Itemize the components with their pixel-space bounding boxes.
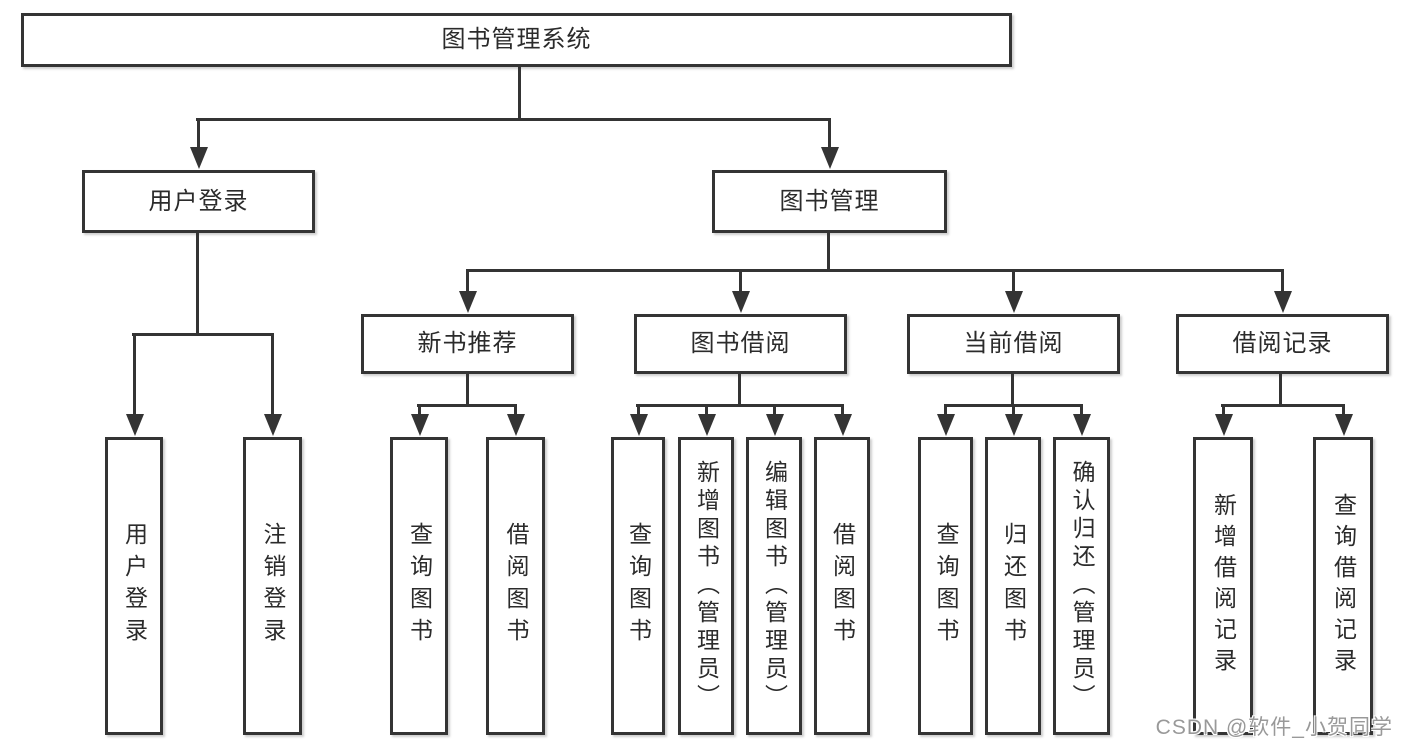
arrow-to-new-book-rec	[466, 269, 469, 291]
connector-borrow-record-branch	[1221, 404, 1344, 407]
node-user-login: 用户登录	[82, 170, 315, 233]
leaf-cb-confirm-return: 确认归还（管理员）	[1053, 437, 1110, 735]
node-root-label: 图书管理系统	[441, 26, 592, 53]
leaf-user-login-action-label: 用户登录	[121, 522, 148, 650]
node-book-mgmt: 图书管理	[712, 170, 947, 233]
arrow-to-ul-logout	[271, 333, 274, 414]
leaf-user-login-action: 用户登录	[105, 437, 163, 735]
leaf-nbr-query-book-label: 查询图书	[406, 522, 433, 650]
arrow-to-book-borrow	[739, 269, 742, 291]
arrow-to-cb-query	[944, 404, 947, 414]
leaf-br-add-record: 新增借阅记录	[1193, 437, 1253, 735]
node-book-mgmt-label: 图书管理	[779, 187, 880, 215]
connector-new-book-rec-drop	[466, 373, 469, 407]
leaf-bb-edit-book-label: 编辑图书（管理员）	[761, 460, 788, 712]
arrow-to-current-borrow	[1012, 269, 1015, 291]
leaf-logout-label: 注销登录	[260, 522, 286, 650]
node-user-login-label: 用户登录	[148, 187, 249, 215]
leaf-cb-return-book: 归还图书	[985, 437, 1041, 735]
arrow-to-cb-return	[1012, 404, 1015, 414]
leaf-nbr-borrow-book: 借阅图书	[486, 437, 545, 735]
arrow-to-nbr-borrow	[514, 404, 517, 414]
arrow-to-nbr-query	[418, 404, 421, 414]
leaf-bb-query-book-label: 查询图书	[625, 522, 652, 650]
connector-book-borrow-drop	[738, 373, 741, 407]
leaf-cb-query-book: 查询图书	[918, 437, 973, 735]
connector-user-login-branch	[132, 333, 274, 336]
node-borrow-record: 借阅记录	[1176, 314, 1389, 374]
connector-new-book-rec-branch	[417, 404, 516, 407]
leaf-bb-add-book: 新增图书（管理员）	[678, 437, 734, 735]
leaf-br-add-record-label: 新增借阅记录	[1210, 493, 1237, 679]
arrow-to-user-login	[197, 118, 200, 147]
node-book-borrow: 图书借阅	[634, 314, 847, 374]
arrow-to-book-mgmt	[828, 118, 831, 147]
node-current-borrow: 当前借阅	[907, 314, 1120, 374]
leaf-logout: 注销登录	[243, 437, 302, 735]
arrow-to-bb-borrow	[841, 404, 844, 414]
leaf-br-query-record: 查询借阅记录	[1313, 437, 1373, 735]
connector-borrow-record-drop	[1279, 373, 1282, 407]
leaf-bb-edit-book: 编辑图书（管理员）	[746, 437, 802, 735]
node-root: 图书管理系统	[21, 13, 1012, 67]
connector-level2-branch	[196, 118, 830, 121]
node-current-borrow-label: 当前借阅	[963, 330, 1064, 357]
leaf-nbr-query-book: 查询图书	[390, 437, 448, 735]
arrow-to-bb-edit	[773, 404, 776, 414]
arrow-to-borrow-record	[1281, 269, 1284, 291]
connector-user-login-drop	[196, 232, 199, 336]
leaf-cb-return-book-label: 归还图书	[1000, 522, 1027, 650]
leaf-cb-confirm-return-label: 确认归还（管理员）	[1069, 460, 1095, 712]
arrow-to-cb-confirm	[1080, 404, 1083, 414]
connector-root-drop	[518, 66, 521, 119]
node-book-borrow-label: 图书借阅	[690, 330, 791, 357]
connector-book-mgmt-drop	[827, 232, 830, 271]
connector-book-borrow-branch	[636, 404, 843, 407]
leaf-cb-query-book-label: 查询图书	[933, 522, 959, 650]
connector-level3-branch	[466, 269, 1283, 272]
node-new-book-rec: 新书推荐	[361, 314, 574, 374]
arrow-to-ul-login	[133, 333, 136, 414]
arrow-to-br-query	[1342, 404, 1345, 414]
arrow-to-br-add	[1222, 404, 1225, 414]
leaf-nbr-borrow-book-label: 借阅图书	[503, 522, 529, 650]
node-new-book-rec-label: 新书推荐	[417, 330, 518, 357]
leaf-bb-query-book: 查询图书	[611, 437, 665, 735]
leaf-bb-add-book-label: 新增图书（管理员）	[693, 460, 720, 712]
csdn-watermark: CSDN @软件_小贺同学	[1155, 716, 1393, 739]
leaf-br-query-record-label: 查询借阅记录	[1330, 493, 1357, 679]
leaf-bb-borrow-book-label: 借阅图书	[829, 522, 856, 650]
node-borrow-record-label: 借阅记录	[1232, 330, 1333, 357]
arrow-to-bb-add	[705, 404, 708, 414]
leaf-bb-borrow-book: 借阅图书	[814, 437, 870, 735]
connector-current-borrow-drop	[1011, 373, 1014, 407]
arrow-to-bb-query	[637, 404, 640, 414]
